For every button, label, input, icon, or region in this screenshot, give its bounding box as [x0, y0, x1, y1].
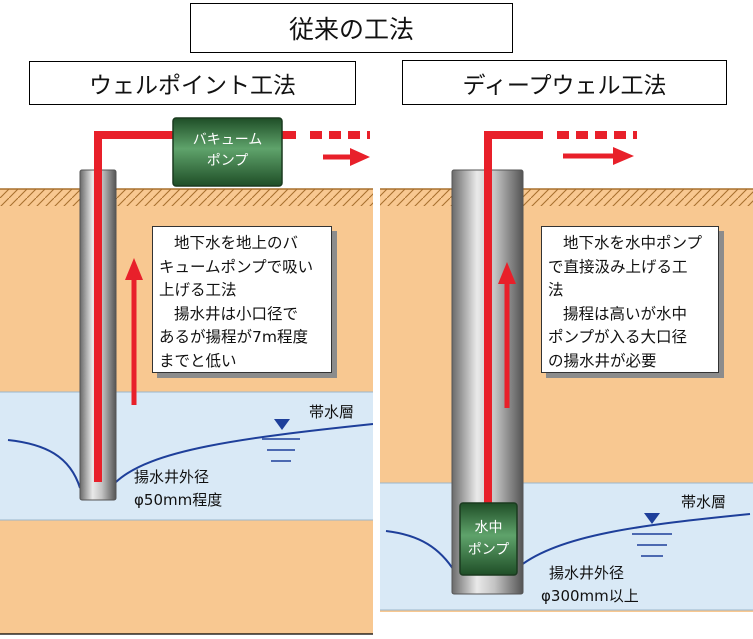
- left-water-table-symbol: [274, 419, 290, 430]
- left-vacuum-pump: [172, 117, 283, 187]
- right-drawdown-curve: [385, 513, 751, 573]
- left-soil-surface-texture: [0, 189, 373, 206]
- right-submersible-pump: [459, 502, 518, 576]
- right-heading: ディープウェル工法: [462, 72, 667, 99]
- right-pump-label: 水中 ポンプ: [460, 517, 517, 561]
- left-drawdown-curve: [7, 423, 374, 489]
- right-aquifer-layer: [380, 483, 753, 610]
- right-well-diameter-line-2: φ300mm以上: [541, 587, 639, 605]
- left-note-line-1: 地下水を地上のバ: [174, 234, 299, 252]
- right-aquifer-label: 帯水層: [681, 493, 727, 511]
- right-well-diameter-line-1: 揚水井外径: [549, 564, 625, 582]
- left-discharge-arrow-head: [350, 148, 370, 166]
- left-up-arrow-head: [125, 258, 143, 280]
- right-soil-surface-texture: [380, 189, 753, 206]
- right-note-line-3: 法: [548, 281, 564, 299]
- right-discharge-pipe: [484, 131, 543, 505]
- right-pump-label-line-2: ポンプ: [467, 542, 510, 558]
- left-aquifer-label: 帯水層: [309, 403, 355, 421]
- left-note-line-5: あるが揚程が7m程度: [159, 328, 308, 346]
- right-water-table-symbol: [644, 513, 660, 524]
- left-note-line-3: 上げる工法: [159, 281, 237, 299]
- right-panel: [380, 131, 753, 612]
- left-note-line-2: キュームポンプで吸い: [159, 257, 314, 276]
- left-well-diameter-line-2: φ50mm程度: [134, 491, 223, 509]
- left-heading-box: ウェルポイント工法: [29, 61, 356, 105]
- right-note-box: 地下水を水中ポンプ で直接汲み上げる工 法 揚程は高いが水中 ポンプが入る大口径…: [541, 226, 719, 373]
- panel-divider: [373, 186, 380, 639]
- left-well-diameter-label: 揚水井外径 φ50mm程度: [134, 466, 222, 512]
- left-heading: ウェルポイント工法: [89, 73, 296, 99]
- right-note-line-5: ポンプが入る大口径: [548, 328, 688, 346]
- main-title-box: 従来の工法: [190, 3, 513, 53]
- left-aquifer-layer: [0, 392, 373, 520]
- right-discharge-arrow-head: [613, 147, 634, 165]
- right-note-line-4: 揚程は高いが水中: [563, 304, 688, 323]
- left-note-line-6: までと低い: [159, 351, 237, 370]
- left-pump-label-line-1: バキューム: [192, 132, 263, 148]
- left-note-box: 地下水を地上のバ キュームポンプで吸い 上げる工法 揚水井は小口径で あるが揚程…: [152, 226, 332, 373]
- left-pump-label-line-2: ポンプ: [206, 153, 249, 169]
- left-note-line-4: 揚水井は小口径で: [174, 304, 299, 323]
- left-pump-label: バキューム ポンプ: [173, 130, 282, 172]
- right-note-line-2: で直接汲み上げる工: [548, 257, 688, 276]
- right-note-line-1: 地下水を水中ポンプ: [563, 234, 703, 252]
- left-panel: [0, 117, 374, 635]
- right-pump-label-line-1: 水中: [474, 520, 503, 536]
- right-note-line-6: の揚水井が必要: [548, 351, 657, 370]
- main-title: 従来の工法: [288, 15, 414, 44]
- left-discharge-pipe: [94, 131, 296, 482]
- right-well-diameter-label: 揚水井外径 φ300mm以上: [541, 562, 639, 608]
- right-up-arrow-head: [498, 262, 516, 284]
- right-heading-box: ディープウェル工法: [402, 60, 727, 105]
- left-well-diameter-line-1: 揚水井外径: [134, 468, 210, 486]
